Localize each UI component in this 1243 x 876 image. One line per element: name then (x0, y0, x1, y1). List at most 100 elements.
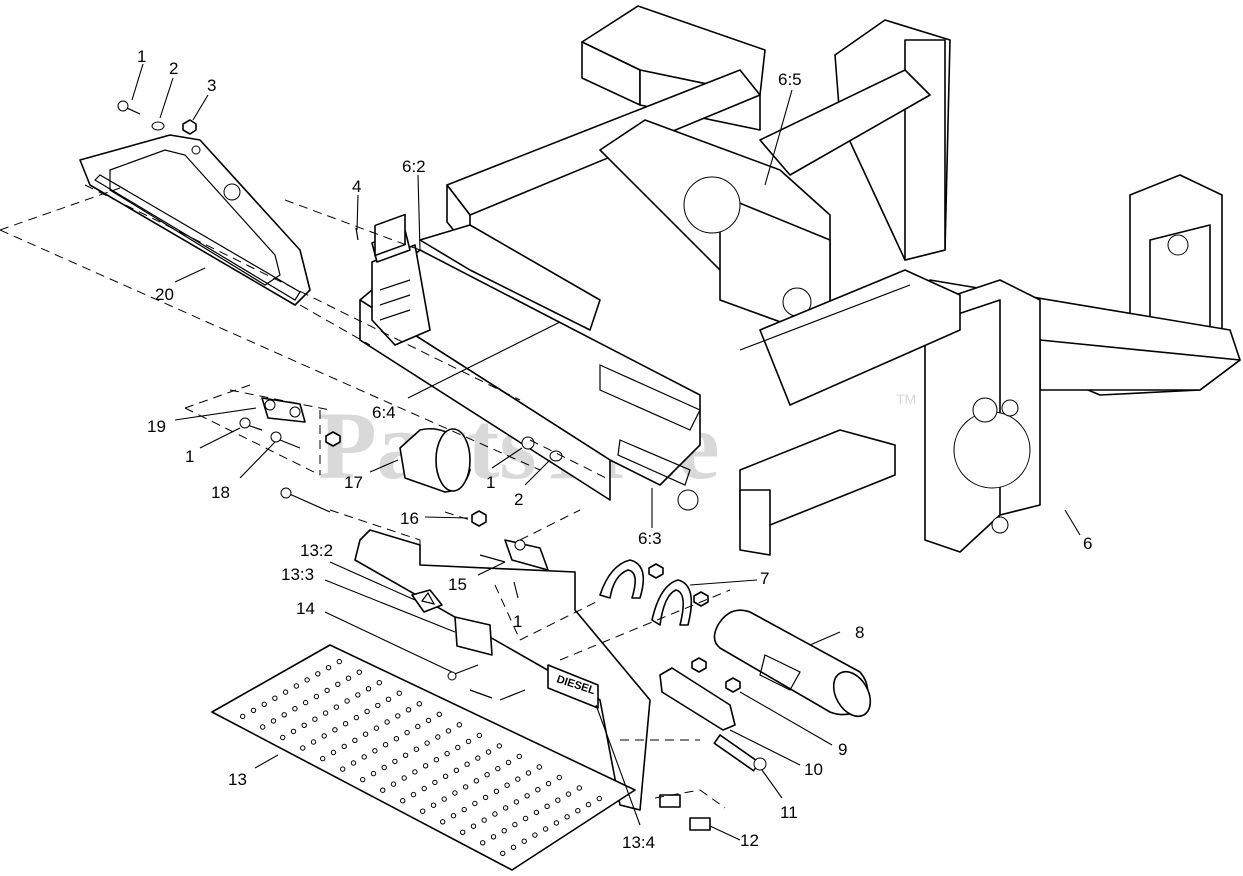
callout-10: 10 (804, 760, 823, 779)
callout-6-5: 6:5 (778, 70, 802, 89)
callout-8: 8 (855, 623, 864, 642)
perforation-hole (440, 819, 446, 825)
perforation-hole (475, 755, 481, 761)
perforation-hole (393, 736, 400, 742)
perforation-hole (250, 707, 257, 714)
perforation-hole (460, 829, 466, 835)
perforation-hole (280, 734, 286, 741)
perforation-hole (270, 718, 277, 724)
watermark-trademark: TM (896, 391, 916, 407)
bolt-part-12[interactable] (469, 689, 711, 831)
perforation-hole (442, 773, 449, 779)
perforation-hole (340, 766, 346, 772)
perforation-hole (380, 787, 386, 793)
perforation-hole (422, 763, 429, 769)
perforation-hole (575, 808, 581, 814)
bolt-part-18[interactable] (270, 431, 341, 449)
perforation-hole (452, 790, 458, 796)
perforation-hole (420, 808, 426, 814)
bolt-part-1-top[interactable] (117, 100, 141, 115)
perforation-hole (564, 814, 570, 820)
perforation-hole (375, 702, 381, 709)
leader-lines (131, 63, 1081, 841)
perforation-hole (482, 794, 489, 801)
perforation-hole (373, 725, 380, 731)
nut-part-3[interactable] (182, 119, 197, 135)
screw-part-14[interactable] (447, 664, 479, 681)
nut-part-16[interactable] (471, 510, 487, 527)
decal-part-13-3[interactable] (454, 616, 493, 656)
perforation-hole (322, 710, 329, 716)
bolt-part-1-center[interactable] (521, 436, 535, 450)
bolt-part-1-hinge[interactable] (239, 417, 263, 431)
perforation-hole (521, 838, 527, 844)
perforation-hole (441, 796, 447, 802)
tube-part-8[interactable] (713, 609, 877, 723)
perforation-hole (344, 698, 350, 704)
nut-part-9[interactable] (691, 657, 741, 693)
bolt-part-11[interactable] (713, 734, 767, 772)
strap-part-10[interactable] (659, 667, 736, 731)
decal-part-13-2[interactable] (411, 589, 443, 613)
long-bolt-head (280, 487, 292, 499)
perforation-hole (341, 743, 347, 750)
callout-7: 7 (760, 569, 769, 588)
callout-15: 15 (448, 575, 467, 594)
perforation-hole (481, 817, 487, 823)
perforation-hole (536, 764, 542, 770)
perforation-holes (240, 658, 602, 857)
perforation-hole (470, 823, 477, 829)
perforation-hole (350, 760, 357, 766)
main-frame-part-6[interactable] (359, 5, 1241, 556)
tube-part-17[interactable] (399, 427, 471, 493)
washer-part-2-top[interactable] (151, 121, 165, 131)
perforation-hole (395, 713, 401, 719)
perforation-hole (313, 693, 320, 700)
hinge-part-19[interactable] (261, 397, 306, 423)
perforation-hole (425, 717, 432, 724)
perforation-hole (410, 791, 417, 798)
perforation-hole (352, 737, 358, 743)
perforation-hole (500, 850, 506, 857)
washer-part-2-center[interactable] (549, 450, 563, 462)
perforation-hole (532, 832, 538, 838)
perforation-hole (413, 746, 420, 752)
hinge-part-15[interactable] (479, 539, 549, 571)
pin-part-4[interactable] (355, 213, 406, 257)
perforation-hole (565, 791, 572, 797)
perforation-hole (332, 727, 338, 733)
perforation-hole (381, 764, 387, 771)
perforation-hole (525, 770, 532, 776)
callout-2: 2 (169, 59, 178, 78)
perforation-hole (364, 708, 370, 715)
perforation-hole (496, 743, 502, 749)
callout-11: 11 (780, 803, 798, 822)
perforation-hole (385, 696, 392, 702)
callout-1: 1 (137, 47, 146, 66)
cover-part-20[interactable] (79, 134, 311, 306)
callout-6-2: 6:2 (402, 157, 426, 176)
perforation-hole (400, 798, 406, 804)
perforation-hole (300, 745, 306, 751)
perforation-hole (453, 767, 460, 773)
callout-6-4: 6:4 (372, 403, 396, 422)
perforation-hole (404, 729, 410, 736)
perforation-hole (480, 840, 486, 846)
perforation-hole (325, 665, 332, 671)
perforation-hole (290, 728, 297, 735)
callout-1-center: 1 (486, 473, 495, 492)
perforation-hole (382, 742, 389, 748)
perforation-hole (432, 779, 438, 786)
callout-18: 18 (211, 483, 230, 502)
callout-6: 6 (1083, 534, 1092, 553)
callout-12: 12 (740, 831, 759, 850)
clamp-part-7[interactable] (599, 559, 709, 626)
perforation-hole (292, 706, 298, 712)
perforation-hole (376, 680, 382, 686)
callout-4: 4 (352, 177, 361, 196)
perforation-hole (501, 828, 507, 834)
callout-labels: 1 2 3 4 20 6:2 6:5 6:4 19 1 18 17 1 2 16… (137, 47, 1092, 852)
perforation-hole (390, 781, 397, 787)
perforation-hole (360, 776, 366, 783)
